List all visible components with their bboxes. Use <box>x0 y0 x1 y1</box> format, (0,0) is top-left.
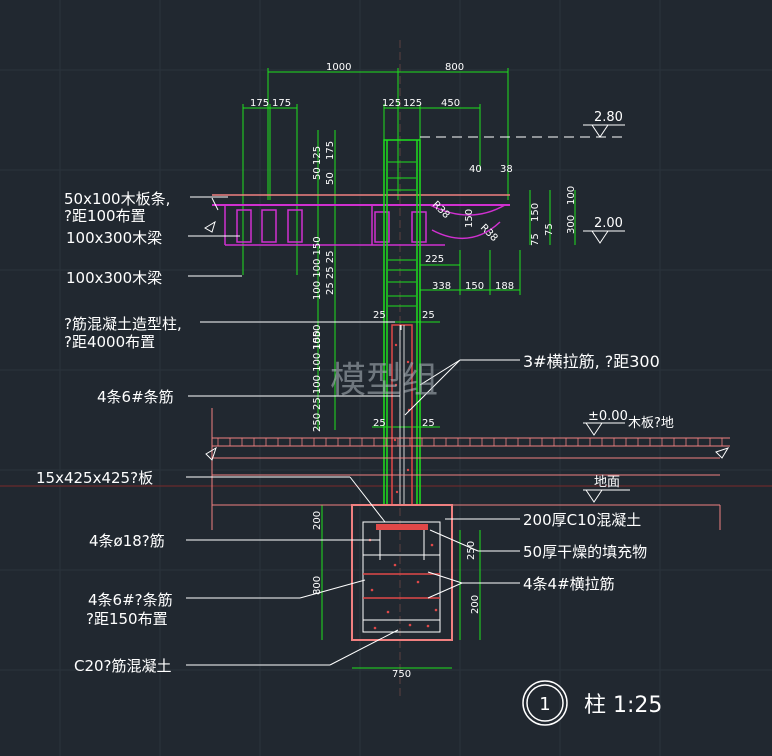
dim-v200b: 200 <box>470 595 481 614</box>
dim-v50b: 50 <box>325 172 336 185</box>
dim-v800: 800 <box>312 576 323 595</box>
dim-225: 225 <box>425 254 444 265</box>
dim-175b: 175 <box>272 98 291 109</box>
dim-v100: 100 <box>566 186 577 205</box>
title-block: 1 柱 1:25 <box>522 680 662 726</box>
dim-r38a: R38 <box>430 199 452 221</box>
label-beam-1: 100x300木梁 <box>66 229 162 247</box>
dim-125b: 125 <box>403 98 422 109</box>
leader-lines <box>186 196 520 666</box>
roof-structure <box>204 194 510 246</box>
label-tie-bar: 3#横拉筋, ?距300 <box>523 352 660 371</box>
label-stirrup-footing-spacing: ?距150布置 <box>86 610 168 628</box>
dim-v175: 175 <box>325 141 336 160</box>
dim-v-left2: 25 25 25 <box>325 250 336 295</box>
label-level-200: 2.00 <box>594 216 623 231</box>
label-beam-2: 100x300木梁 <box>66 269 162 287</box>
label-plate: 15x425x425?板 <box>36 469 153 487</box>
title-circle-outer <box>522 680 568 726</box>
level-markers <box>420 124 630 503</box>
concrete-aggregate-dot <box>370 588 374 592</box>
dim-338: 338 <box>432 281 451 292</box>
dim-top-right: 800 <box>445 62 464 73</box>
dim-v150: 150 <box>464 209 475 228</box>
dim-25c: 25 <box>373 418 386 429</box>
dim-25a: 25 <box>373 310 386 321</box>
concrete-aggregate-dot <box>373 626 377 630</box>
dim-v-left1: 100 100 150 <box>312 236 323 300</box>
label-wood-strip-spacing: ?距100布置 <box>64 207 146 225</box>
label-concrete: C20?筋混凝土 <box>74 657 172 675</box>
label-ground: 地面 <box>594 475 620 490</box>
label-main-bar: 4条ø18?筋 <box>89 532 165 550</box>
label-deck-level: ±0.00 <box>588 409 628 424</box>
label-deck-note: 木板?地 <box>628 416 674 431</box>
dim-188: 188 <box>495 281 514 292</box>
dim-125a: 125 <box>382 98 401 109</box>
concrete-aggregate-dot <box>434 608 438 612</box>
label-level-280: 2.80 <box>594 110 623 125</box>
column-concrete <box>391 324 413 506</box>
dim-v250b: 250 <box>466 541 477 560</box>
label-column: ?筋混凝土造型柱, <box>64 315 182 333</box>
dim-750: 750 <box>392 669 411 680</box>
column-stirrups <box>388 161 416 307</box>
dim-v250: 250 <box>312 413 323 432</box>
dim-450: 450 <box>441 98 460 109</box>
dim-175a: 175 <box>250 98 269 109</box>
dim-v75: 75 <box>530 233 541 246</box>
title-text: 柱 1:25 <box>584 693 662 718</box>
dim-25b: 25 <box>422 310 435 321</box>
label-filler: 50厚干燥的填充物 <box>523 543 647 561</box>
dim-v1050: 1050 <box>312 325 323 350</box>
dim-v75b: 75 <box>544 223 555 236</box>
dim-v-left3: 25 100 100 150 <box>312 330 323 410</box>
dim-v150b: 150 <box>530 203 541 222</box>
dim-v50: 50 <box>312 167 323 180</box>
concrete-aggregate-dot <box>416 580 420 584</box>
annotation-labels: 50x100木板条, ?距100布置 100x300木梁 100x300木梁 ?… <box>36 110 674 675</box>
label-tie4: 4条4#横拉筋 <box>523 575 615 593</box>
title-circle-inner <box>526 684 564 722</box>
concrete-aggregate-dot <box>408 623 412 627</box>
dim-top-left: 1000 <box>326 62 351 73</box>
concrete-aggregate-dot <box>393 563 397 567</box>
watermark: 模型组 <box>330 360 438 401</box>
dim-25d: 25 <box>422 418 435 429</box>
label-wood-strip: 50x100木板条, <box>64 190 170 208</box>
dim-v200: 200 <box>312 511 323 530</box>
deck <box>205 408 730 530</box>
label-stirrup-footing: 4条6#?条筋 <box>88 591 173 609</box>
label-stirrup: 4条6#条筋 <box>97 388 174 406</box>
footing <box>351 504 453 641</box>
dim-38: 38 <box>500 164 513 175</box>
concrete-aggregate-dot <box>386 610 390 614</box>
label-c10: 200厚C10混凝土 <box>523 511 641 529</box>
label-column-spacing: ?距4000布置 <box>64 333 155 351</box>
dim-40: 40 <box>469 164 482 175</box>
dimension-text: 1000 800 175 175 125 125 450 40 38 50 12… <box>250 62 577 680</box>
concrete-aggregate-dot <box>430 543 434 547</box>
dim-v300: 300 <box>566 215 577 234</box>
concrete-aggregate-dot <box>426 624 430 628</box>
dim-150: 150 <box>465 281 484 292</box>
title-number: 1 <box>539 694 550 715</box>
dim-v125: 125 <box>312 146 323 165</box>
